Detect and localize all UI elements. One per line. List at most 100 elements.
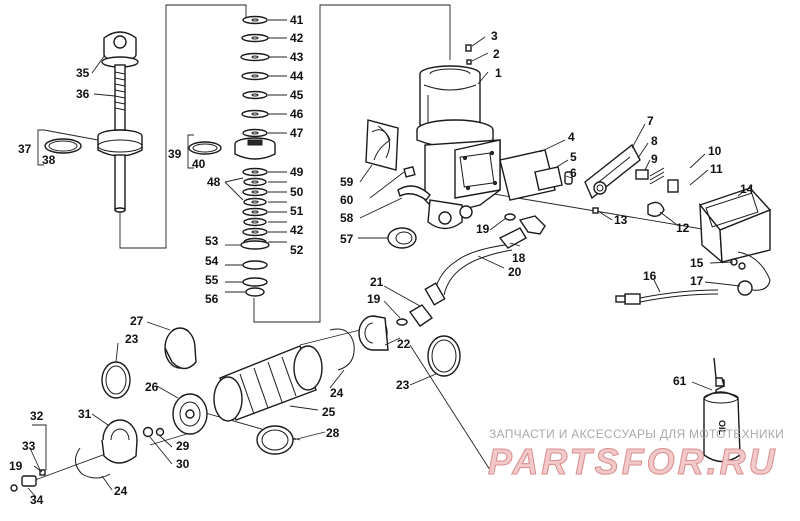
callout-34: 34	[30, 493, 44, 507]
shim-washer	[242, 187, 268, 197]
shim-washer	[242, 128, 268, 138]
shim-washer-hole	[251, 93, 259, 97]
callout-57: 57	[340, 232, 354, 246]
callout-13: 13	[614, 213, 628, 227]
callout-44: 44	[290, 69, 304, 83]
shim-washer-hole	[251, 200, 259, 204]
stack-nut	[242, 277, 268, 287]
callout-3: 3	[491, 29, 498, 43]
callout-55: 55	[205, 273, 219, 287]
watermark: ЗАПЧАСТИ И АКСЕССУАРЫ ДЛЯ МОТОТЕХНИКИ PA…	[488, 427, 784, 483]
shim-washer-hole	[251, 210, 259, 214]
shim-washer	[243, 197, 267, 207]
callout-39: 39	[168, 147, 182, 161]
shim-washer-hole	[251, 230, 259, 234]
shim-washer	[242, 207, 268, 217]
shock-body	[416, 36, 501, 230]
callout-27: 27	[130, 314, 144, 328]
callout-59: 59	[340, 175, 354, 189]
reservoir-assembly	[10, 315, 461, 498]
reservoir-hose	[383, 213, 546, 327]
callout-16: 16	[643, 269, 657, 283]
watermark-brand: PARTSFOR.RU	[488, 441, 778, 482]
callout-23-left: 23	[125, 332, 139, 346]
callout-54: 54	[205, 254, 219, 268]
callout-50: 50	[290, 185, 304, 199]
shim-washer	[243, 177, 267, 187]
callout-18: 18	[512, 251, 526, 265]
callout-46: 46	[290, 107, 304, 121]
callout-25: 25	[322, 405, 336, 419]
shim-washer	[241, 33, 269, 43]
callout-19-bottom: 19	[9, 459, 23, 473]
shim-washer-hole	[251, 36, 259, 40]
callout-labels: 1 2 3 4 5 6 7 8 9 10 11 12 13 14 15 16 1…	[9, 13, 754, 507]
callout-8: 8	[651, 134, 658, 148]
callout-60: 60	[340, 193, 354, 207]
callout-10: 10	[708, 144, 722, 158]
shim-washer-hole	[251, 112, 259, 116]
callout-11: 11	[710, 162, 723, 176]
callout-19-top: 19	[476, 222, 490, 236]
callout-45: 45	[290, 88, 304, 102]
callout-2: 2	[493, 47, 500, 61]
valve-board	[584, 123, 709, 225]
callout-31: 31	[78, 407, 92, 421]
callout-17: 17	[690, 274, 704, 288]
shim-washer	[243, 217, 267, 227]
oil-bottle-icon: OIL	[691, 357, 741, 463]
callout-51: 51	[290, 204, 304, 218]
callout-42-bottom: 42	[290, 223, 304, 237]
callout-5: 5	[570, 150, 577, 164]
shim-washer-hole	[251, 180, 259, 184]
stack-nut	[242, 260, 268, 270]
callout-12: 12	[676, 221, 690, 235]
callout-48-leader	[224, 177, 244, 183]
callout-35: 35	[76, 66, 90, 80]
callout-49: 49	[290, 165, 304, 179]
callout-19-mid: 19	[367, 292, 381, 306]
callout-20: 20	[508, 265, 522, 279]
callout-37: 37	[18, 142, 32, 156]
gasket-set	[499, 139, 573, 201]
callout-24-right: 24	[330, 386, 344, 400]
callout-52: 52	[290, 243, 304, 257]
callout-48-leader	[224, 181, 244, 201]
shim-washer	[240, 52, 270, 62]
callout-41: 41	[290, 13, 304, 27]
callout-61: 61	[673, 374, 687, 388]
shim-washer-hole	[251, 74, 259, 78]
callout-7: 7	[647, 114, 654, 128]
callout-43: 43	[290, 50, 304, 64]
callout-36: 36	[76, 87, 90, 101]
shim-washer	[241, 71, 269, 81]
stack-nut	[245, 287, 265, 297]
callout-6: 6	[570, 166, 577, 180]
shim-washer-hole	[251, 170, 259, 174]
callout-14: 14	[740, 182, 754, 196]
callout-22: 22	[397, 337, 411, 351]
callout-9: 9	[651, 152, 658, 166]
callout-42-top: 42	[290, 31, 304, 45]
callout-58: 58	[340, 211, 354, 225]
shim-washer	[242, 15, 268, 25]
callout-21: 21	[370, 275, 384, 289]
shim-washer	[241, 109, 269, 119]
callout-4: 4	[568, 130, 575, 144]
callout-30: 30	[176, 457, 190, 471]
shim-washer	[242, 227, 268, 237]
callout-48: 48	[207, 175, 221, 189]
shim-washer-hole	[251, 131, 259, 135]
controller-box	[615, 187, 772, 305]
callout-38: 38	[42, 153, 56, 167]
callout-47: 47	[290, 126, 304, 140]
callout-29: 29	[176, 439, 190, 453]
callout-32: 32	[30, 409, 44, 423]
shim-washer	[242, 167, 268, 177]
shim-washer-hole	[251, 190, 259, 194]
assembly-guide-lines	[34, 4, 721, 481]
callout-24-left: 24	[114, 484, 128, 498]
shim-washer	[242, 90, 268, 100]
decal-and-brackets	[358, 119, 431, 249]
